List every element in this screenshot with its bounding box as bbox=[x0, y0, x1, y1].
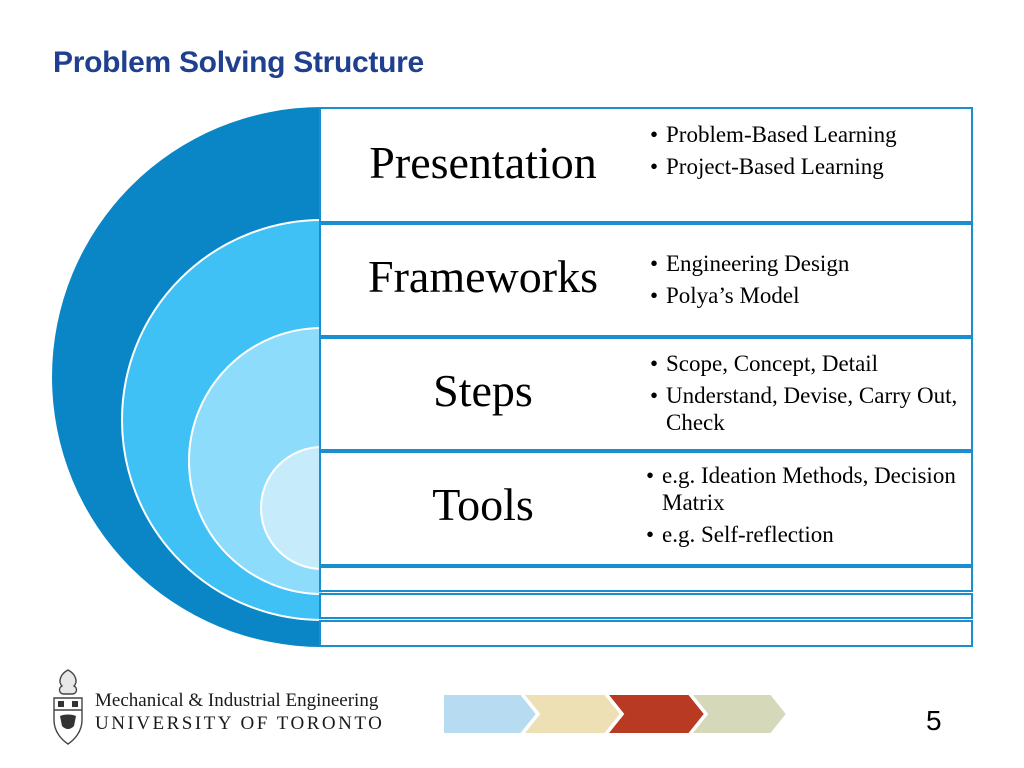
list-item: Project-Based Learning bbox=[650, 153, 970, 180]
bullet-list-steps: Scope, Concept, Detail Understand, Devis… bbox=[650, 350, 970, 441]
bullet-list-tools: e.g. Ideation Methods, Decision Matrix e… bbox=[646, 462, 966, 553]
list-item: e.g. Ideation Methods, Decision Matrix bbox=[646, 462, 966, 516]
chevron-2 bbox=[521, 694, 623, 734]
empty-row-3 bbox=[319, 620, 973, 647]
bullet-text: e.g. Ideation Methods, Decision Matrix bbox=[662, 463, 956, 515]
row-label-tools: Tools bbox=[432, 479, 534, 530]
row-box-frameworks bbox=[319, 223, 973, 337]
list-item: Problem-Based Learning bbox=[650, 121, 970, 148]
empty-row-1 bbox=[319, 566, 973, 592]
bullet-text: Scope, Concept, Detail bbox=[666, 351, 879, 376]
bullet-text: Problem-Based Learning bbox=[666, 122, 897, 147]
inner-circle bbox=[260, 446, 322, 570]
bullet-text: Engineering Design bbox=[666, 251, 850, 276]
row-label-steps: Steps bbox=[433, 365, 533, 416]
list-item: Understand, Devise, Carry Out, Check bbox=[650, 382, 970, 436]
bullet-text: Project-Based Learning bbox=[666, 154, 884, 179]
page-number: 5 bbox=[926, 705, 942, 736]
list-item: Polya’s Model bbox=[650, 282, 970, 309]
bullet-text: Understand, Devise, Carry Out, Check bbox=[666, 383, 958, 435]
chevron-1 bbox=[443, 694, 539, 734]
list-item: Scope, Concept, Detail bbox=[650, 350, 970, 377]
chevron-progress-bar bbox=[443, 694, 788, 734]
department-name: Mechanical & Industrial Engineering bbox=[95, 690, 379, 711]
row-label-presentation: Presentation bbox=[369, 137, 597, 188]
chevron-4 bbox=[689, 694, 788, 734]
list-item: e.g. Self-reflection bbox=[646, 521, 966, 548]
bullet-list-presentation: Problem-Based Learning Project-Based Lea… bbox=[650, 121, 970, 185]
slide-title: Problem Solving Structure bbox=[53, 46, 424, 79]
row-label-frameworks: Frameworks bbox=[368, 251, 598, 302]
chevron-3 bbox=[605, 694, 707, 734]
list-item: Engineering Design bbox=[650, 250, 970, 277]
bullet-list-frameworks: Engineering Design Polya’s Model bbox=[650, 250, 970, 314]
empty-row-2 bbox=[319, 593, 973, 619]
bullet-text: e.g. Self-reflection bbox=[662, 522, 834, 547]
bullet-text: Polya’s Model bbox=[666, 283, 800, 308]
university-crest-icon bbox=[53, 669, 83, 745]
university-name: UNIVERSITY OF TORONTO bbox=[95, 713, 385, 734]
